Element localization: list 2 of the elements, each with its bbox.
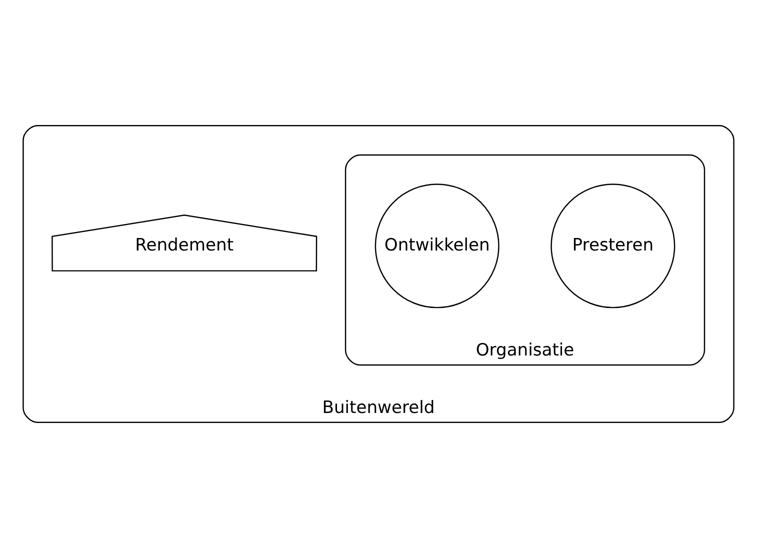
node-circle: Ontwikkelen	[374, 183, 500, 308]
node-circle: Presteren	[550, 183, 676, 308]
